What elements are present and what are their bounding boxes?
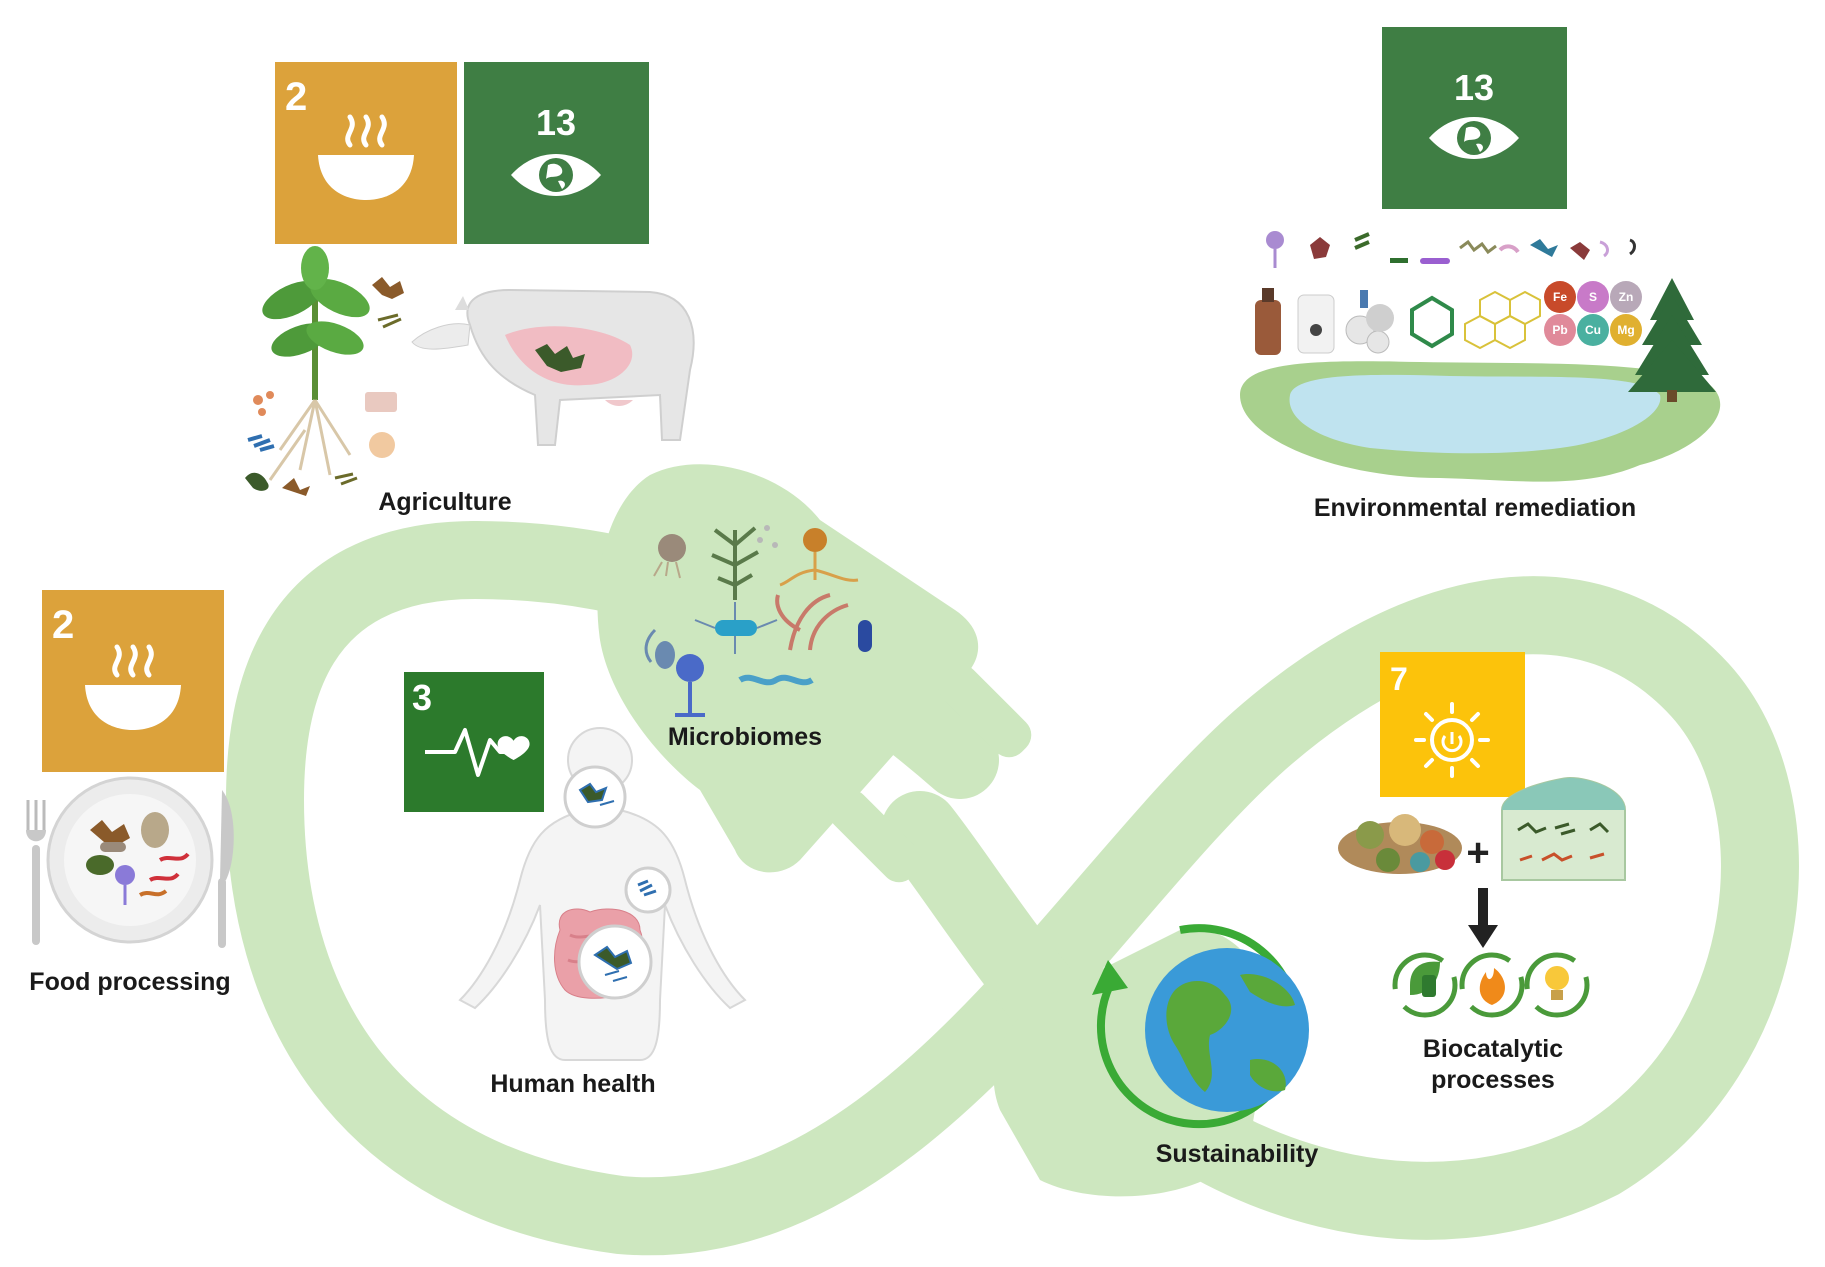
heartbeat-icon [425, 728, 530, 777]
bioproduct-icons [1392, 952, 1590, 1018]
biocatalytic-cluster: 7 + [1338, 652, 1626, 1094]
sdg-badge-2-agriculture: 2 [275, 62, 457, 244]
eye-earth-icon [511, 154, 601, 196]
loop-band [225, 521, 1799, 1256]
environmental-cluster: 13 [1240, 27, 1721, 522]
microbiomes-label: Microbiomes [668, 723, 822, 751]
sdg-2-tile [275, 62, 457, 244]
microbe-drawings [644, 525, 872, 717]
sdg-badge-2-food: 2 [42, 590, 224, 772]
environmental-remediation-label: Environmental remediation [1314, 494, 1636, 522]
agriculture-label: Agriculture [378, 488, 511, 516]
biocatalytic-label-line2: processes [1431, 1066, 1555, 1094]
sdg-badge-3: 3 [404, 672, 544, 812]
element-cu [1577, 314, 1609, 346]
agri-microbes [245, 277, 404, 496]
microbiomes-cluster: Microbiomes [644, 525, 872, 751]
eye-earth-icon [1429, 117, 1519, 159]
element-s [1577, 281, 1609, 313]
benzene-ring [1410, 295, 1454, 349]
biocatalytic-label-line1: Biocatalytic [1423, 1035, 1563, 1063]
element-mg-label: Mg [1617, 323, 1634, 337]
biofuel-cycle-icon [1392, 952, 1458, 1018]
plate-illustration [46, 776, 214, 944]
prong-1 [938, 664, 1032, 758]
bowl-icon [85, 644, 181, 730]
cow-illustration [411, 288, 695, 446]
sdg-13-tile [464, 62, 649, 244]
pine-tree [1628, 278, 1716, 402]
sdg-2-tile [42, 590, 224, 772]
element-zn [1610, 281, 1642, 313]
plus-sign: + [1466, 831, 1489, 875]
element-pb [1544, 314, 1576, 346]
agriculture-cluster: 2 13 [245, 62, 695, 516]
earth-globe-icon [1145, 948, 1309, 1112]
graphene-sheet [1464, 290, 1541, 350]
bioreactor-tank [1501, 776, 1626, 881]
human-health-label: Human health [490, 1070, 655, 1098]
sdg-13-number: 13 [536, 102, 576, 143]
prong-2 [828, 789, 922, 883]
fork-icon [26, 800, 46, 945]
element-fe [1544, 281, 1576, 313]
microbe-bubbles [563, 765, 672, 1000]
down-arrow-icon [1468, 888, 1498, 948]
sdg-13-number: 13 [1454, 67, 1494, 108]
plant-illustration [262, 246, 370, 481]
sustainability-cluster: Sustainability [1092, 924, 1319, 1168]
sdg-3-number: 3 [412, 677, 432, 718]
sdg-2-number: 2 [52, 603, 74, 647]
sdg-2-number: 2 [285, 75, 307, 119]
element-mg [1610, 314, 1642, 346]
sun-power-icon [1414, 702, 1490, 778]
infinity-loop [225, 464, 1799, 1256]
element-circles: Fe S Zn Pb Cu Mg [1544, 281, 1642, 346]
element-pb-label: Pb [1552, 323, 1567, 337]
element-zn-label: Zn [1619, 290, 1634, 304]
microbiome-blob [597, 464, 979, 873]
sdg-badge-7: 7 [1380, 652, 1525, 797]
organic-waste-pile [1338, 814, 1462, 874]
recycle-arrow-head [1092, 960, 1128, 995]
pollutants-row: Fe S Zn Pb Cu Mg [1255, 281, 1642, 355]
sustainability-label: Sustainability [1156, 1140, 1319, 1168]
element-fe-label: Fe [1553, 290, 1567, 304]
pollutant-microbes-row [1266, 231, 1636, 268]
knife-icon [218, 790, 234, 948]
food-processing-label: Food processing [29, 968, 230, 996]
sdg-badge-13-environment: 13 [1382, 27, 1567, 209]
light-cycle-icon [1524, 952, 1590, 1018]
human-health-cluster: 3 Human health [404, 672, 747, 1098]
element-cu-label: Cu [1585, 323, 1601, 337]
fire-cycle-icon [1459, 952, 1525, 1018]
bowl-icon [318, 114, 414, 200]
bubble-arm [624, 866, 672, 914]
sdg-7-number: 7 [1390, 661, 1408, 697]
food-processing-cluster: 2 Food pr [26, 590, 234, 996]
lake-illustration [1240, 361, 1721, 482]
element-s-label: S [1589, 290, 1597, 304]
sdg-badge-13-agriculture: 13 [464, 62, 649, 244]
